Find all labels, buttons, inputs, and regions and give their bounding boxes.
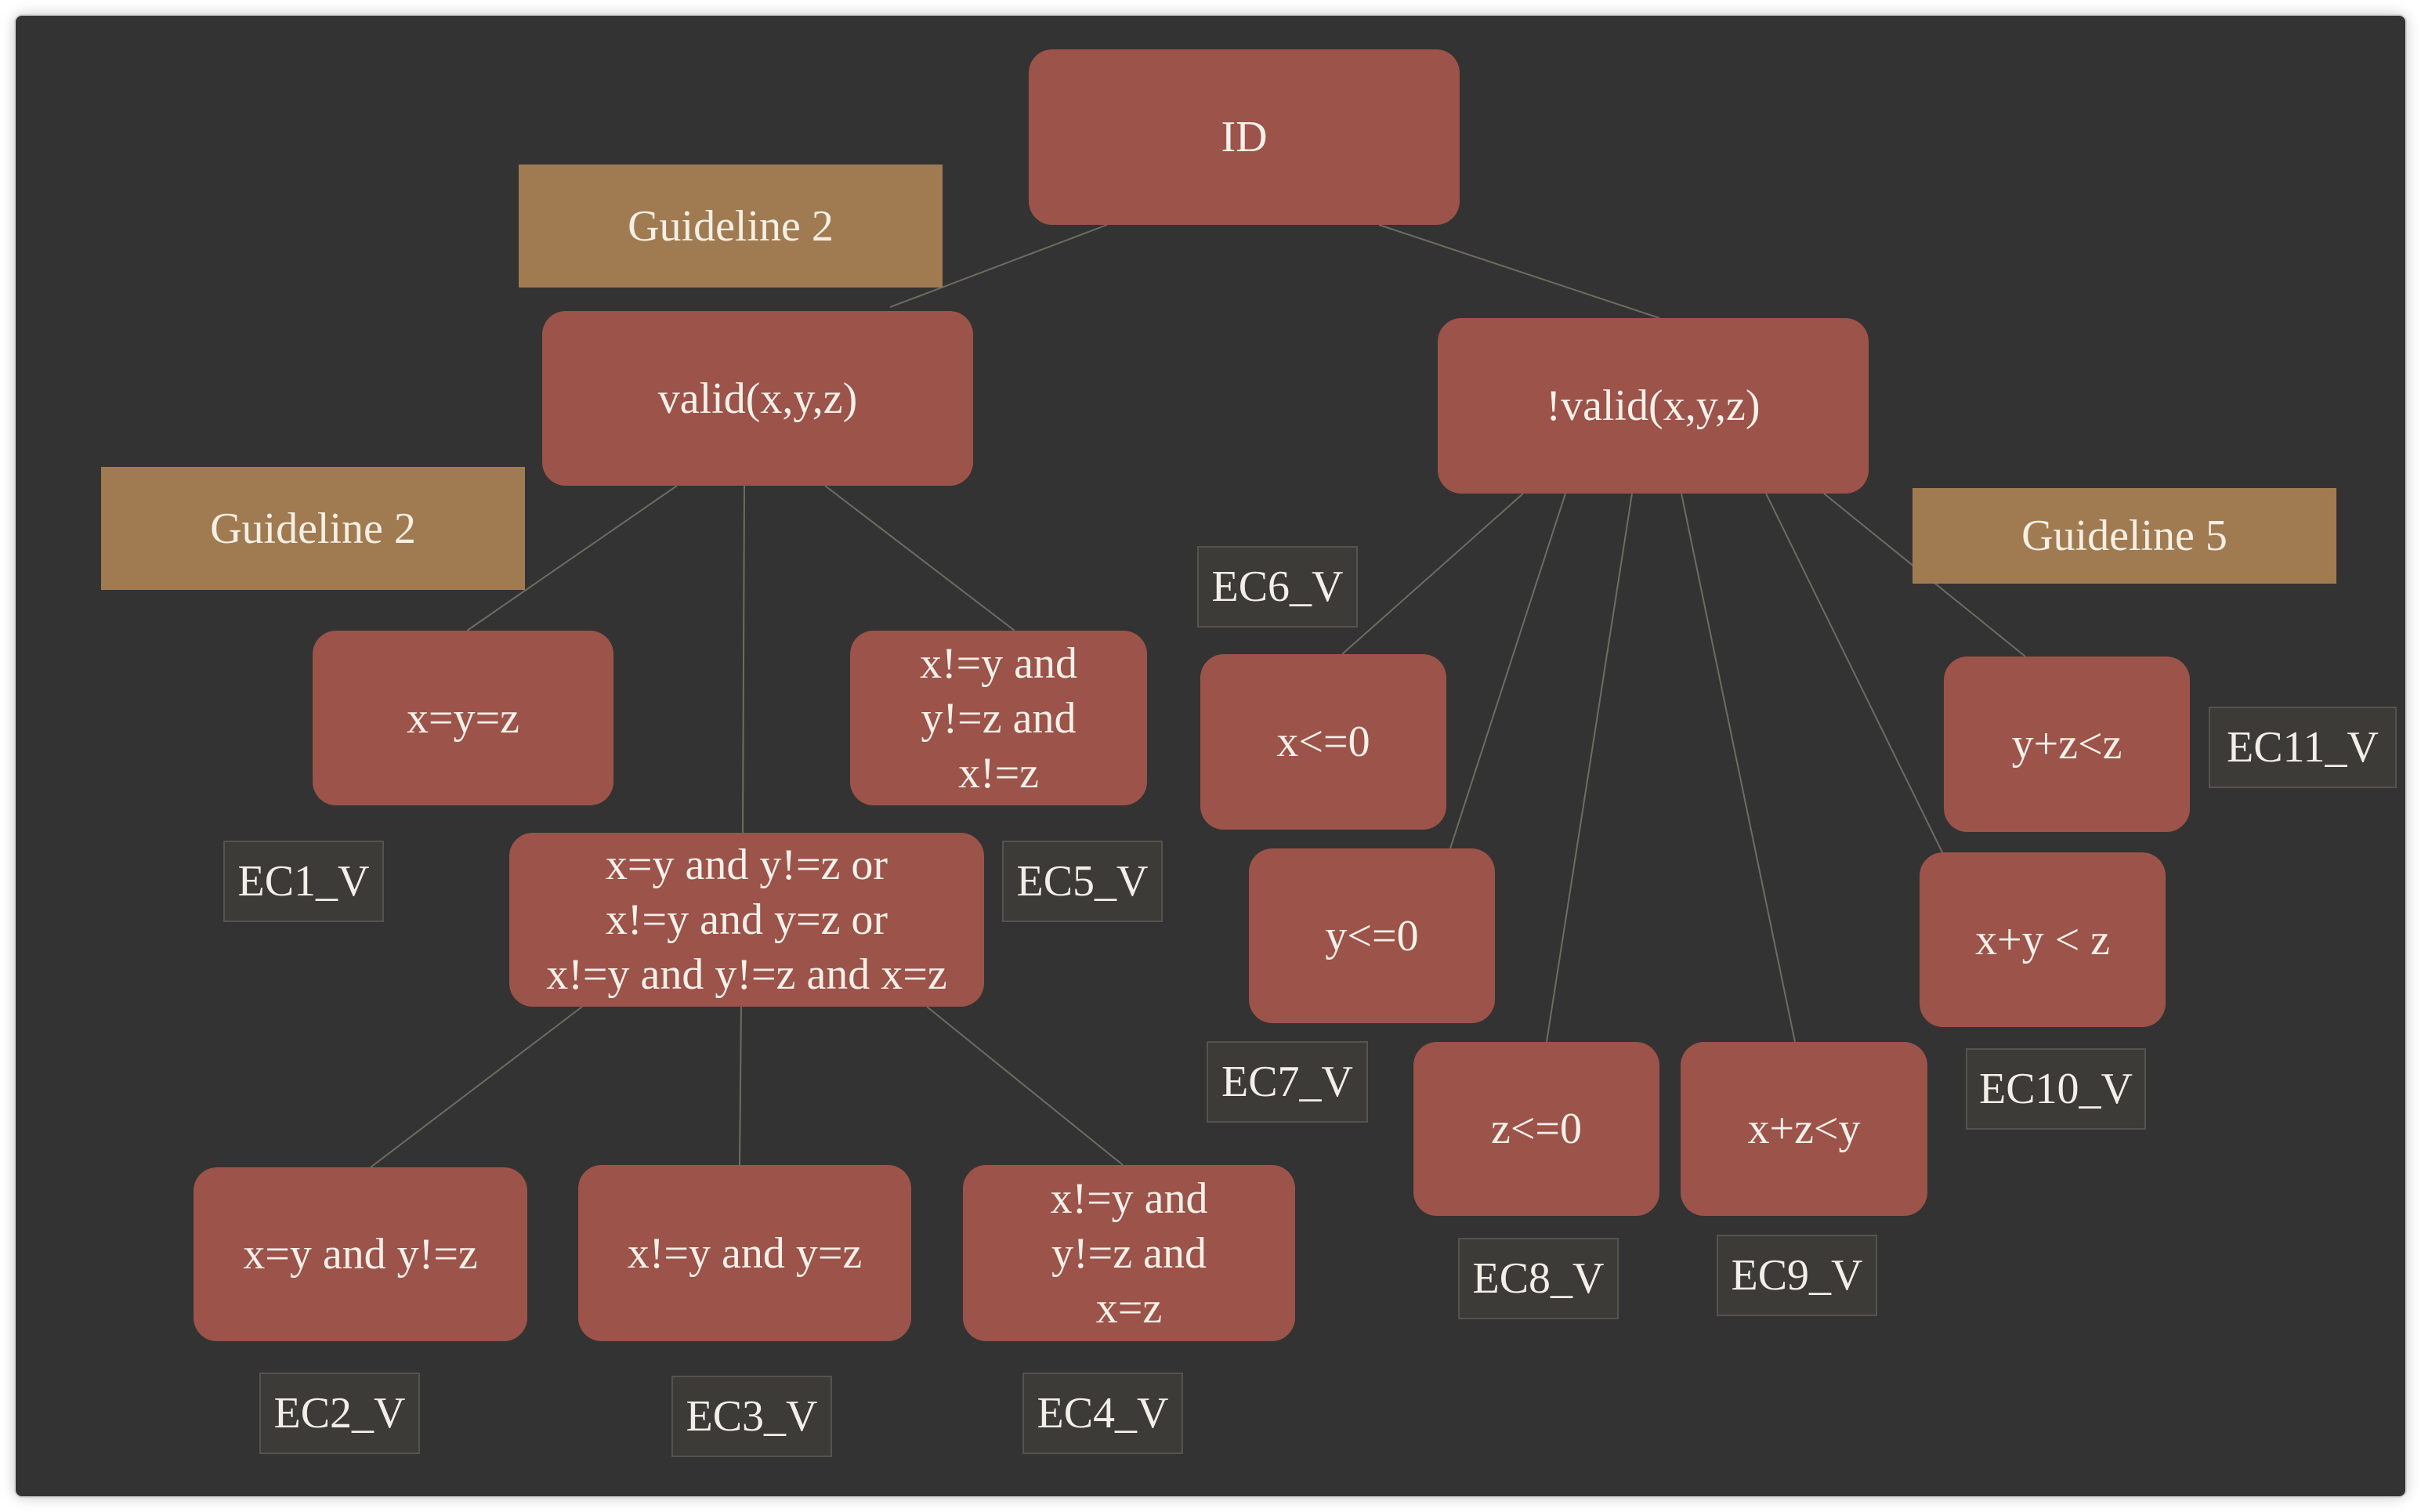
ec-label-ec8: EC8_V <box>1458 1238 1619 1319</box>
node-z-le-0: z<=0 <box>1413 1042 1659 1216</box>
ec-label-ec7: EC7_V <box>1207 1041 1368 1123</box>
ec-label-ec9: EC9_V <box>1717 1235 1877 1316</box>
node-two-equal: x=y and y!=z or x!=y and y=z or x!=y and… <box>509 833 984 1007</box>
guideline-note-top: Guideline 2 <box>519 165 943 288</box>
ec-label-ec3: EC3_V <box>671 1376 832 1457</box>
ec-label-ec6: EC6_V <box>1197 546 1358 628</box>
node-y-plus-z-lt-z: y+z<z <box>1944 657 2190 832</box>
node-all-distinct: x!=y and y!=z and x!=z <box>850 631 1147 805</box>
node-x-eq-y-and-y-ne-z: x=y and y!=z <box>194 1167 527 1341</box>
node-x-le-0: x<=0 <box>1200 654 1446 830</box>
node-x-ne-y-and-x-eq-z: x!=y and y!=z and x=z <box>963 1165 1295 1341</box>
ec-label-ec4: EC4_V <box>1022 1373 1183 1454</box>
node-x-plus-z-lt-y: x+z<y <box>1681 1042 1927 1216</box>
guideline-note-left: Guideline 2 <box>101 467 525 590</box>
ec-label-ec11: EC11_V <box>2209 707 2397 788</box>
node-x-eq-y-eq-z: x=y=z <box>313 631 613 805</box>
ec-label-ec1: EC1_V <box>223 841 384 922</box>
node-root-id: ID <box>1029 49 1460 225</box>
node-x-ne-y-and-y-eq-z: x!=y and y=z <box>578 1165 911 1341</box>
node-invalid: !valid(x,y,z) <box>1438 318 1869 494</box>
guideline-note-right: Guideline 5 <box>1913 488 2336 584</box>
ec-label-ec2: EC2_V <box>259 1373 420 1454</box>
node-valid: valid(x,y,z) <box>542 311 973 486</box>
node-y-le-0: y<=0 <box>1249 848 1495 1023</box>
node-x-plus-y-lt-z: x+y < z <box>1920 852 2166 1027</box>
ec-label-ec10: EC10_V <box>1966 1048 2146 1130</box>
ec-label-ec5: EC5_V <box>1002 841 1163 922</box>
